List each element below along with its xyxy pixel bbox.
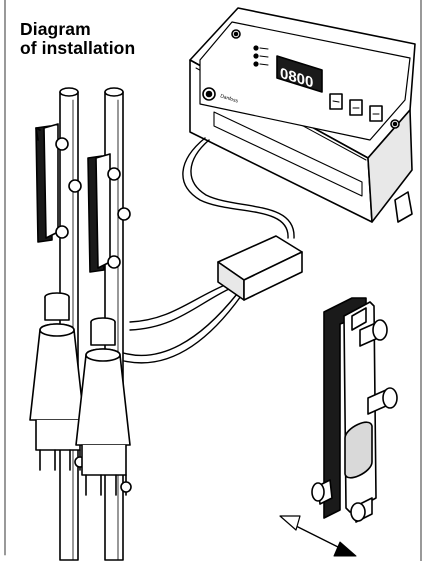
- junction-box: [217, 235, 303, 301]
- brand-label: Danfoss: [219, 93, 239, 105]
- clamp-detail: [311, 297, 398, 523]
- transducer-left: [29, 292, 86, 471]
- diagram-title-line-2: of installation: [20, 38, 136, 58]
- sensor-cables: [119, 137, 295, 364]
- diagram-title-line-1: Diagram: [20, 19, 91, 39]
- clamp-left: [35, 123, 82, 243]
- clamp-right: [87, 153, 131, 273]
- arrow-bidirectional-icon: [279, 515, 357, 557]
- control-unit: 0800 Danfoss: [189, 7, 416, 223]
- digital-display: [276, 55, 323, 93]
- transducer-right: [75, 317, 132, 496]
